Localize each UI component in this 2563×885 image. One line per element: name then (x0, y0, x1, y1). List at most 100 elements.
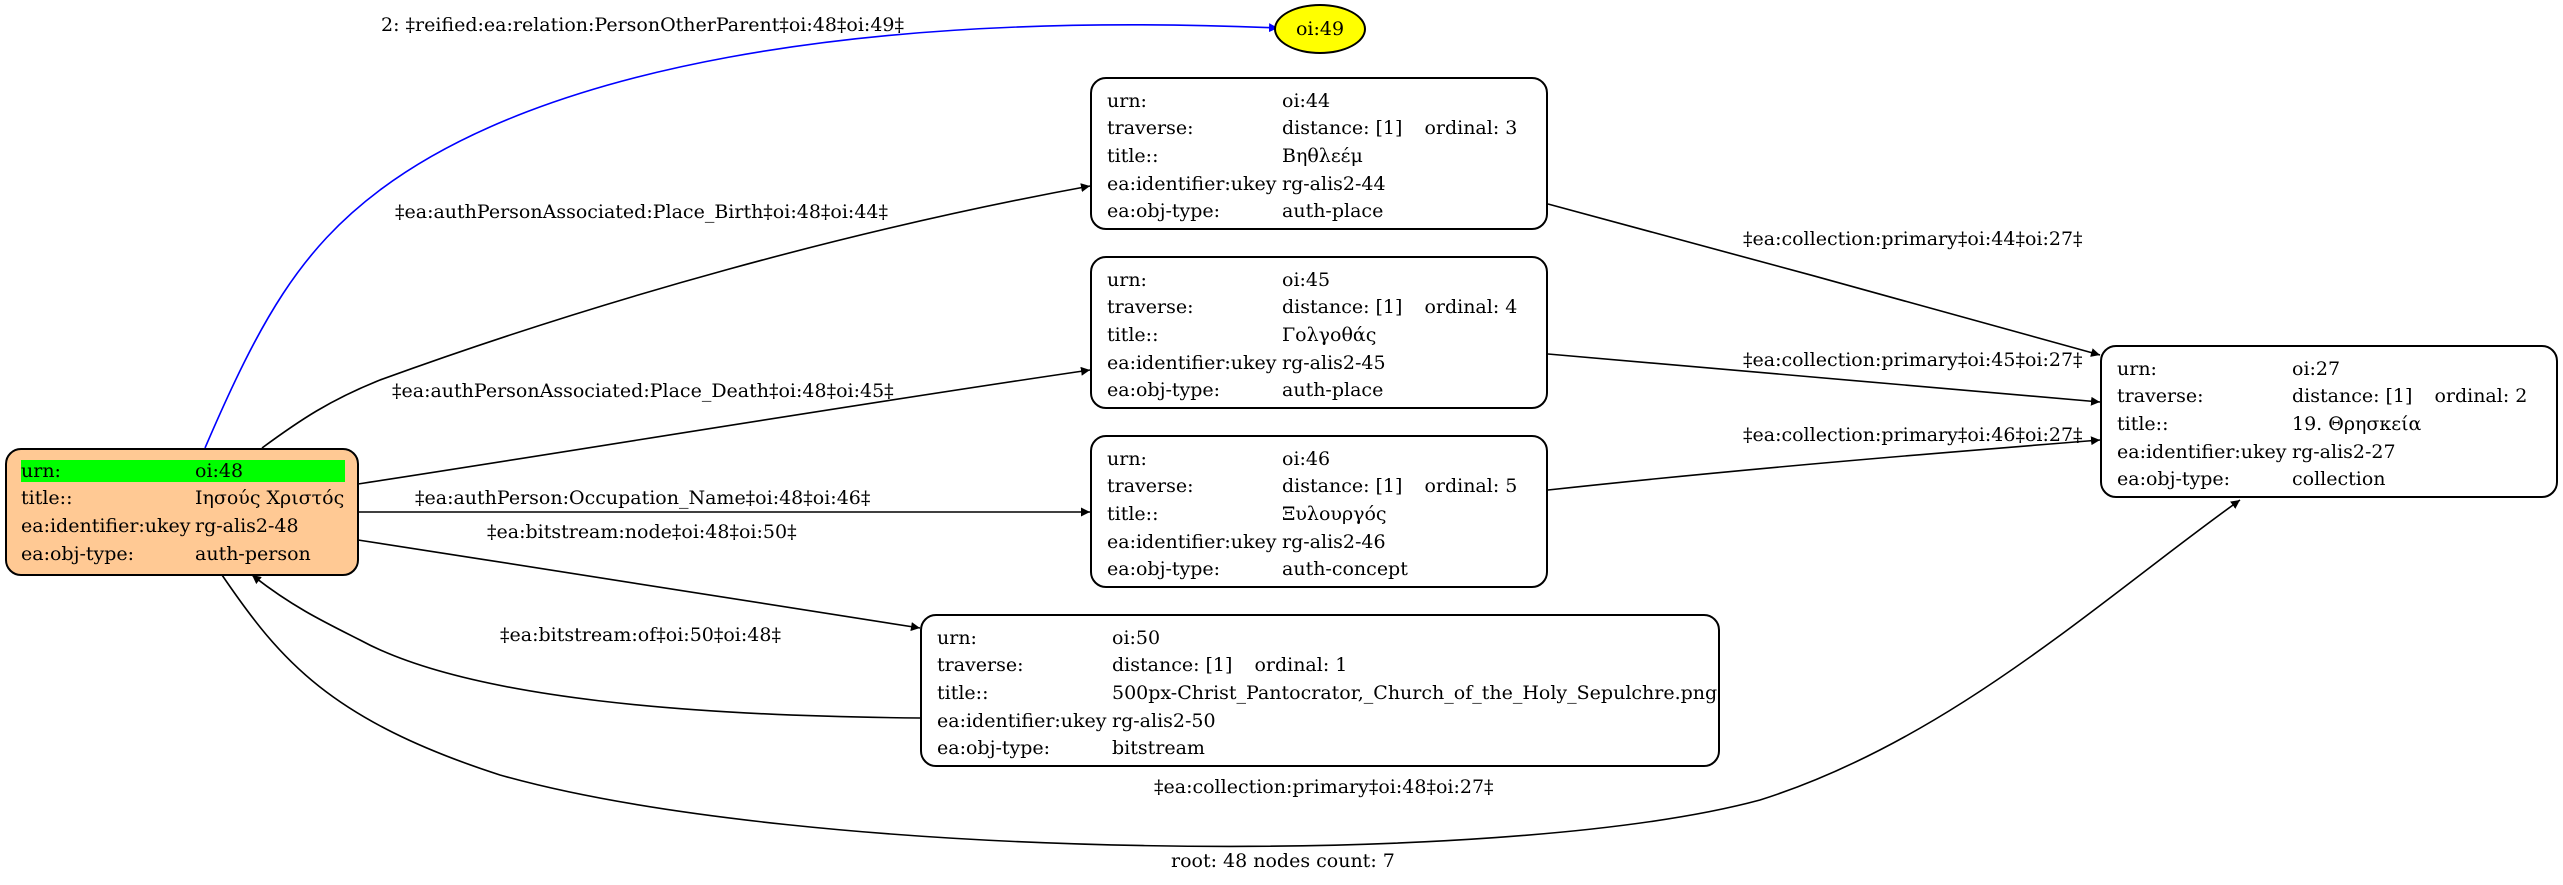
node-row-title: title:: Βηθλεέμ (1107, 142, 1546, 170)
node-row-ukey: ea:identifier:ukey rg-alis2-45 (1107, 349, 1546, 377)
edge-50-48 (251, 574, 921, 719)
row-value: oi:27 (2292, 357, 2341, 380)
graph-footer: root: 48 nodes count: 7 (1171, 850, 1395, 872)
row-key: traverse: (1107, 296, 1194, 319)
row-key: title:: (1107, 323, 1159, 346)
node-oi-49[interactable]: oi:49 (1274, 4, 1366, 54)
row-key: ea:identifier:ukey (1107, 530, 1277, 553)
node-row-obj-type: ea:obj-type: auth-place (1107, 376, 1546, 404)
row-value: collection (2292, 468, 2386, 491)
edge-label-44-27: ‡ea:collection:primary‡oi:44‡oi:27‡ (1743, 228, 2083, 250)
node-row-urn: urn: oi:45 (1107, 266, 1546, 294)
node-row-title: title:: Ιησούς Χριστός (21, 485, 357, 513)
node-oi-49-label: oi:49 (1295, 18, 1345, 40)
node-row-ukey: ea:identifier:ukey rg-alis2-48 (21, 512, 357, 540)
node-row-traverse: traverse: distance: [1] ordinal: 5 (1107, 473, 1546, 501)
edge-48-45 (357, 366, 1091, 485)
row-value: 500px-Christ_Pantocrator,_Church_of_the_… (1112, 681, 1718, 704)
row-key: title:: (21, 487, 73, 510)
row-value: Ξυλουργός (1282, 502, 1387, 525)
node-row-obj-type: ea:obj-type: auth-place (1107, 197, 1546, 225)
row-key: ea:identifier:ukey (1107, 351, 1277, 374)
node-oi-45[interactable]: urn: oi:45 traverse: distance: [1] ordin… (1090, 256, 1548, 409)
row-key: title:: (2117, 412, 2169, 435)
row-ordinal: ordinal: 3 (1424, 117, 1518, 140)
node-row-ukey: ea:identifier:ukey rg-alis2-50 (937, 707, 1718, 735)
node-row-title: title:: Γολγοθάς (1107, 321, 1546, 349)
row-key: urn: (1107, 268, 1147, 291)
node-oi-46[interactable]: urn: oi:46 traverse: distance: [1] ordin… (1090, 435, 1548, 588)
node-row-traverse: traverse: distance: [1] ordinal: 1 (937, 652, 1718, 680)
edge-label-48-46: ‡ea:authPerson:Occupation_Name‡oi:48‡oi:… (415, 487, 871, 509)
row-value: oi:50 (1112, 626, 1161, 649)
node-oi-44[interactable]: urn: oi:44 traverse: distance: [1] ordin… (1090, 77, 1548, 230)
row-value: auth-place (1282, 200, 1384, 223)
row-value: 19. Θρησκεία (2292, 412, 2422, 435)
row-value: Ιησούς Χριστός (195, 487, 345, 510)
row-key: ea:obj-type: (1107, 558, 1221, 581)
row-ordinal: ordinal: 4 (1424, 296, 1518, 319)
edge-48-27 (221, 499, 2241, 848)
row-ordinal: ordinal: 1 (1254, 654, 1348, 677)
node-oi-50[interactable]: urn: oi:50 traverse: distance: [1] ordin… (920, 614, 1720, 767)
row-value: rg-alis2-50 (1112, 709, 1216, 732)
row-value: distance: [1] (1282, 117, 1403, 140)
row-key: traverse: (1107, 475, 1194, 498)
node-row-obj-type: ea:obj-type: auth-person (21, 540, 357, 568)
row-key: urn: (2117, 357, 2157, 380)
row-key: ea:obj-type: (937, 737, 1051, 760)
edge-46-27 (1547, 436, 2101, 491)
row-value: bitstream (1112, 737, 1205, 760)
row-key: ea:obj-type: (1107, 379, 1221, 402)
row-key: traverse: (1107, 117, 1194, 140)
row-value: oi:44 (1282, 89, 1331, 112)
row-key: ea:obj-type: (21, 542, 135, 565)
row-key: title:: (1107, 502, 1159, 525)
edge-label-46-27: ‡ea:collection:primary‡oi:46‡oi:27‡ (1743, 424, 2083, 446)
row-value: distance: [1] (1282, 296, 1403, 319)
row-key: urn: (937, 626, 977, 649)
node-row-traverse: traverse: distance: [1] ordinal: 3 (1107, 115, 1546, 143)
edge-44-27 (1547, 203, 2101, 357)
row-key: ea:identifier:ukey (21, 514, 191, 537)
row-key: urn: (21, 459, 195, 482)
edge-48-50 (357, 539, 921, 631)
edge-45-27 (1547, 353, 2101, 406)
node-row-urn: urn: oi:44 (1107, 87, 1546, 115)
node-row-title: title:: Ξυλουργός (1107, 500, 1546, 528)
node-row-obj-type: ea:obj-type: bitstream (937, 734, 1718, 762)
row-key: ea:identifier:ukey (1107, 172, 1277, 195)
node-oi-27[interactable]: urn: oi:27 traverse: distance: [1] ordin… (2100, 345, 2558, 498)
row-value: distance: [1] (2292, 385, 2413, 408)
edge-label-50-48: ‡ea:bitstream:of‡oi:50‡oi:48‡ (500, 624, 781, 646)
edge-label-48-50: ‡ea:bitstream:node‡oi:48‡oi:50‡ (487, 521, 797, 543)
row-ordinal: ordinal: 2 (2434, 385, 2528, 408)
edge-48-44 (261, 183, 1091, 449)
row-value: oi:48 (195, 459, 345, 482)
row-value: rg-alis2-45 (1282, 351, 1386, 374)
row-value: rg-alis2-44 (1282, 172, 1386, 195)
node-row-urn: urn: oi:50 (937, 624, 1718, 652)
node-row-urn: urn: oi:46 (1107, 445, 1546, 473)
row-value: Γολγοθάς (1282, 323, 1377, 346)
node-row-title: title:: 19. Θρησκεία (2117, 410, 2556, 438)
edge-label-48-27: ‡ea:collection:primary‡oi:48‡oi:27‡ (1154, 776, 1494, 798)
node-row-title: title:: 500px-Christ_Pantocrator,_Church… (937, 679, 1718, 707)
row-key: urn: (1107, 89, 1147, 112)
row-value: rg-alis2-46 (1282, 530, 1386, 553)
row-key: ea:obj-type: (1107, 200, 1221, 223)
row-key: ea:identifier:ukey (2117, 440, 2287, 463)
row-value: distance: [1] (1112, 654, 1233, 677)
row-key: urn: (1107, 447, 1147, 470)
node-row-ukey: ea:identifier:ukey rg-alis2-27 (2117, 438, 2556, 466)
row-value: auth-person (195, 542, 311, 565)
row-value: oi:46 (1282, 447, 1331, 470)
edge-48-49 (204, 23, 1279, 449)
row-value: distance: [1] (1282, 475, 1403, 498)
node-oi-48[interactable]: urn: oi:48 title:: Ιησούς Χριστός ea:ide… (5, 448, 359, 576)
row-ordinal: ordinal: 5 (1424, 475, 1518, 498)
row-value: auth-place (1282, 379, 1384, 402)
row-key: title:: (937, 681, 989, 704)
row-key: traverse: (2117, 385, 2204, 408)
node-row-traverse: traverse: distance: [1] ordinal: 4 (1107, 294, 1546, 322)
